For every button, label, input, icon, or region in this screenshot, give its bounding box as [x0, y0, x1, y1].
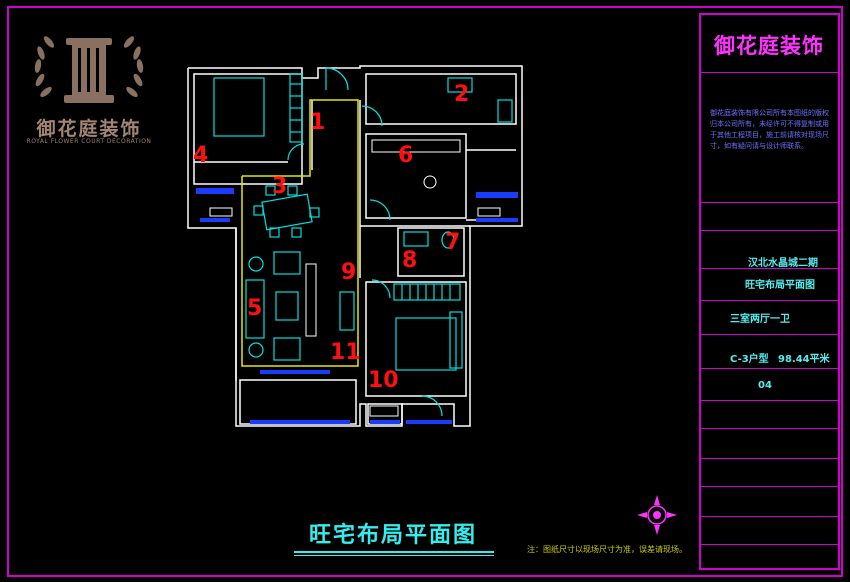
room-2-kitchen [365, 73, 517, 125]
logo-english-text: ROYAL FLOWER COURT DECORATION [26, 138, 152, 145]
balcony [239, 379, 357, 425]
room-number-7: 7 [445, 230, 461, 255]
drawing-name: 旺宅布局平面图 [745, 280, 815, 291]
room-number-10: 10 [368, 368, 399, 393]
room-number-11: 11 [330, 340, 361, 365]
tb-divider [700, 268, 838, 269]
laurel-column-icon [34, 36, 144, 103]
room-number-8: 8 [402, 248, 418, 273]
tb-divider [700, 428, 838, 429]
room-number-9: 9 [341, 260, 357, 285]
logo-chinese-text: 御花庭装饰 [36, 118, 142, 140]
room-number-3: 3 [272, 174, 288, 199]
room-10-bedroom [365, 281, 467, 397]
plan-note: 注：图纸尺寸以现场尺寸为准，误差请现场。 [527, 545, 687, 554]
outer-frame [7, 6, 843, 577]
tb-divider [700, 400, 838, 401]
brand-logo [24, 20, 154, 150]
tb-divider [700, 300, 838, 301]
tb-divider [700, 486, 838, 487]
room-number-2: 2 [454, 82, 470, 107]
room-number-4: 4 [193, 143, 209, 168]
floor-area: 98.44平米 [778, 354, 830, 365]
outer-wall [187, 65, 523, 427]
unit-type: C-3户型 [730, 354, 769, 365]
plan-title: 旺宅布局平面图 [308, 523, 477, 548]
tb-divider [700, 230, 838, 231]
tb-divider [700, 334, 838, 335]
drawing-number: 04 [758, 380, 772, 391]
plan-title-underline-2 [294, 555, 494, 556]
tb-divider [700, 544, 838, 545]
tb-divider [700, 202, 838, 203]
plan-title-underline [294, 551, 494, 553]
room-7-bathroom [397, 227, 465, 277]
layout-type: 三室两厅一卫 [730, 314, 790, 325]
project-name: 汉北水晶城二期 [748, 258, 818, 269]
room-4-bedroom [193, 73, 303, 185]
room-number-5: 5 [247, 296, 263, 321]
tb-divider [700, 458, 838, 459]
brand-name: 御花庭装饰 [714, 34, 824, 58]
tb-divider [700, 72, 838, 73]
compass-icon [637, 495, 677, 535]
room-number-6: 6 [398, 143, 414, 168]
tb-divider [700, 368, 838, 369]
room-number-1: 1 [310, 110, 326, 135]
living-zone-outline [241, 99, 359, 367]
tb-divider [700, 516, 838, 517]
title-block-intro: 御花庭装饰有限公司所有本图纸的版权归本公司所有，未经许可不得复制或用于其他工程项… [710, 109, 829, 150]
room-6-bedroom [365, 133, 467, 219]
title-block-frame [699, 13, 840, 570]
